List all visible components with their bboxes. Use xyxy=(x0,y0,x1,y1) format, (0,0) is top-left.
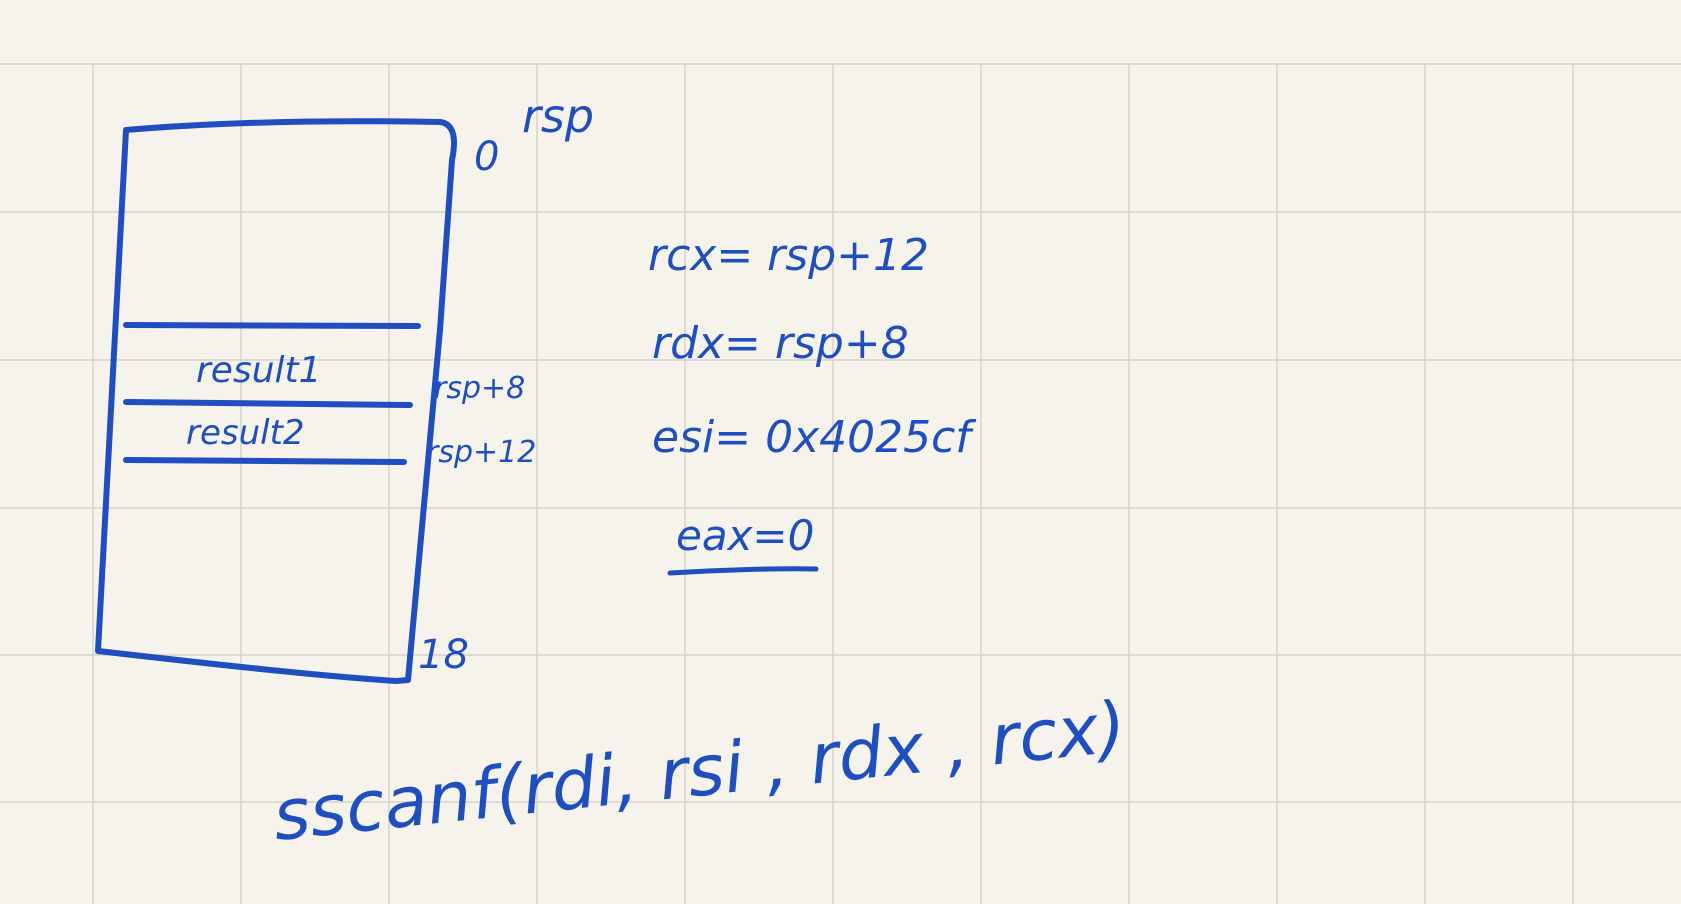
stack-slot-divider-middle xyxy=(123,399,413,408)
stack-frame-outline xyxy=(95,118,457,684)
stack-frame-diagram xyxy=(95,118,457,684)
stack-slot-label-1: result1 xyxy=(196,350,322,391)
stack-annotations: 0 rsp result1 rsp+8 result2 rsp+12 18 xyxy=(186,89,594,678)
stack-slot-label-2: result2 xyxy=(186,413,305,453)
assignment-esi: esi= 0x4025cf xyxy=(652,412,977,463)
grid-lines xyxy=(0,63,1681,904)
stack-slot-address-1: rsp+8 xyxy=(434,371,525,406)
assignment-eax: eax=0 xyxy=(676,511,814,560)
assignment-rcx: rcx= rsp+12 xyxy=(648,230,929,281)
assignment-rdx: rdx= rsp+8 xyxy=(652,318,909,369)
assignment-eax-underline xyxy=(667,566,819,576)
stack-slot-address-2: rsp+12 xyxy=(426,435,536,470)
register-assignments: rcx= rsp+12 rdx= rsp+8 esi= 0x4025cf eax… xyxy=(648,230,977,576)
stack-bottom-offset: 18 xyxy=(418,632,469,678)
stack-slot-divider-top xyxy=(123,322,421,329)
stack-slot-divider-bottom xyxy=(123,457,407,465)
stack-top-offset: 0 xyxy=(474,134,499,180)
stack-top-register: rsp xyxy=(522,89,594,143)
